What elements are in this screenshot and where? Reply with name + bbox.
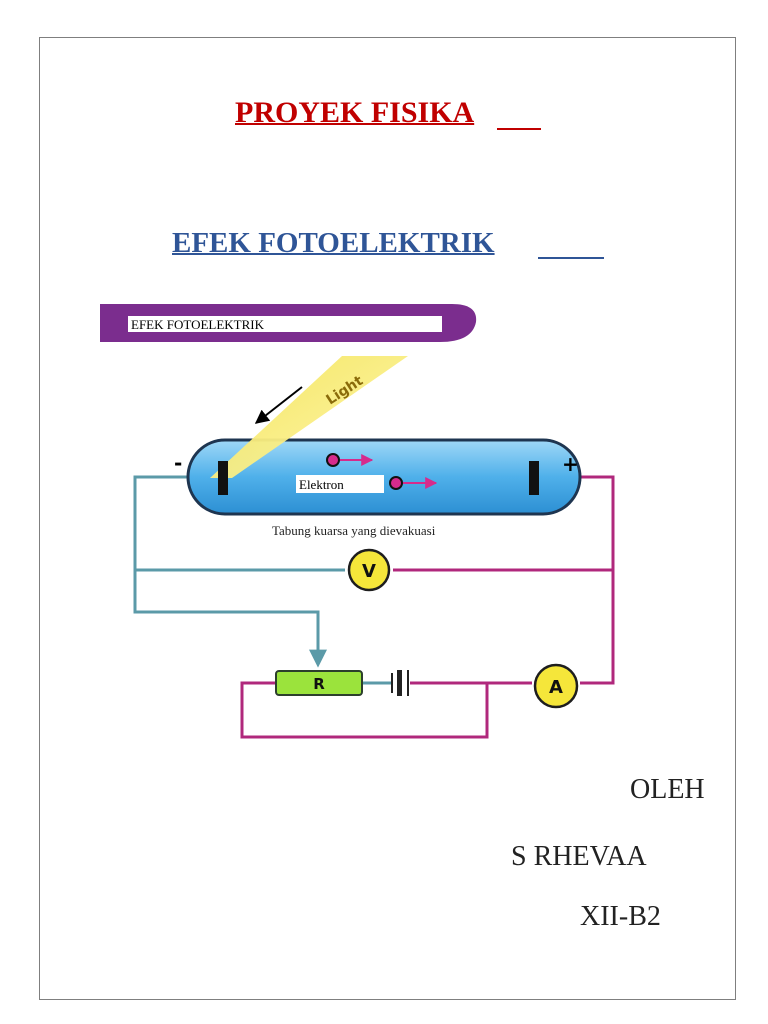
ammeter-label: A — [549, 677, 563, 698]
wire-loop — [240, 681, 489, 739]
title-underline — [497, 128, 541, 130]
voltmeter-label: V — [362, 561, 376, 582]
tube-caption: Tabung kuarsa yang dievakuasi — [272, 523, 436, 538]
electron-label-box — [296, 475, 384, 493]
light-direction-arrow — [254, 386, 303, 424]
electron-2 — [389, 476, 403, 490]
minus-sign: - — [174, 451, 182, 475]
author-name: S RHEVAA — [511, 841, 647, 872]
subtitle-underline — [538, 257, 604, 259]
electron-1 — [326, 453, 340, 467]
page-subtitle: EFEK FOTOELEKTRIK — [172, 227, 495, 259]
resistor — [275, 670, 363, 696]
banner-label: EFEK FOTOELEKTRIK — [131, 317, 265, 332]
byline-oleh: OLEH — [630, 774, 705, 805]
ammeter — [533, 663, 579, 709]
plus-sign: + — [562, 452, 579, 476]
light-beam — [210, 356, 408, 478]
banner-label-box — [128, 316, 442, 332]
electron-label: Elektron — [299, 477, 344, 492]
anode-plate — [529, 461, 539, 495]
resistor-label: R — [313, 675, 325, 693]
battery — [391, 670, 409, 696]
voltmeter — [347, 548, 391, 592]
wire-cathode — [133, 475, 327, 668]
author-class: XII-B2 — [580, 901, 661, 932]
cathode-plate — [218, 461, 228, 495]
page-border — [39, 37, 736, 1000]
page-title: PROYEK FISIKA — [235, 96, 475, 129]
